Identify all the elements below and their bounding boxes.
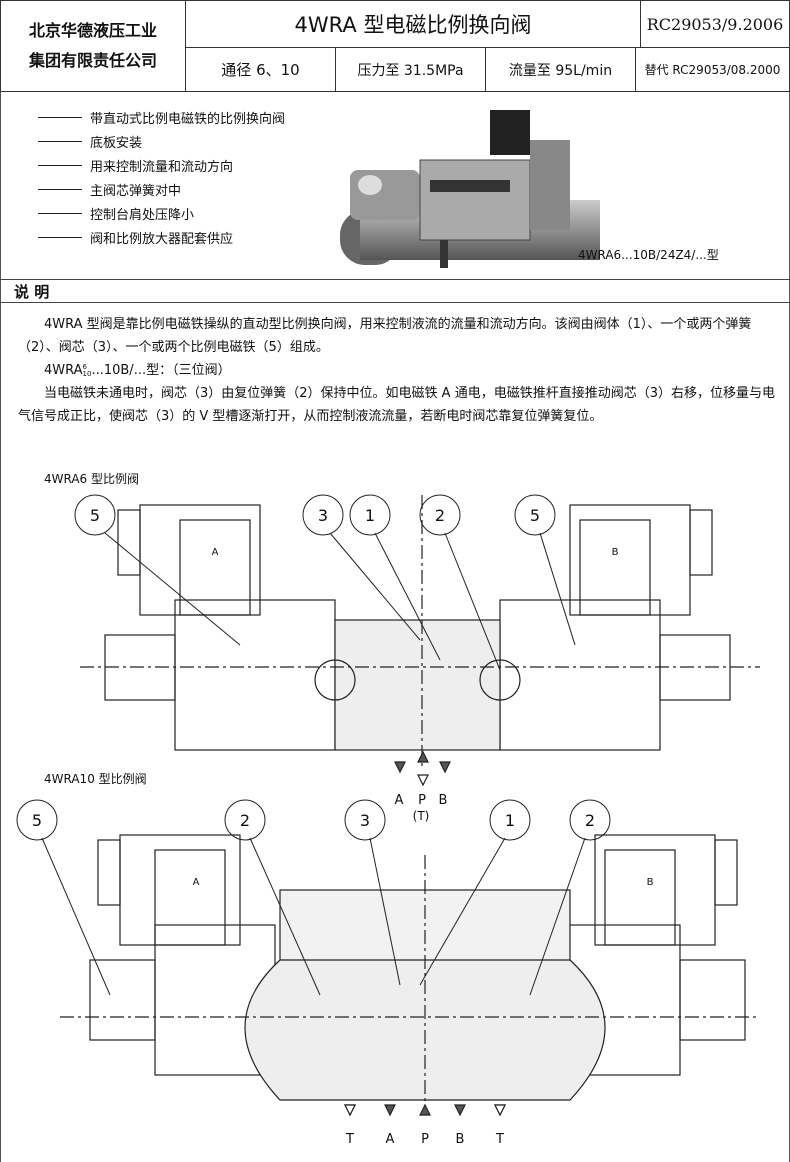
solenoid-b <box>499 504 731 751</box>
title-block: 北京华德液压工业 集团有限责任公司 4WRA 型电磁比例换向阀 RC29053/… <box>0 0 790 92</box>
balloon-5-left: 5 <box>90 506 100 525</box>
balloon-5: 5 <box>32 811 42 830</box>
solenoid-label-b: B <box>612 547 619 558</box>
company-line-2: 集团有限责任公司 <box>28 51 157 70</box>
feature-item: 控制台肩处压降小 <box>38 204 194 223</box>
feature-text: 阀和比例放大器配套供应 <box>90 232 234 247</box>
model-prefix: 4WRA <box>44 363 83 378</box>
port-a: A <box>386 1132 395 1147</box>
solenoid-label-a: A <box>212 547 219 558</box>
port-note-t: (T) <box>413 809 430 823</box>
balloon-5-right: 5 <box>530 506 540 525</box>
feature-text: 用来控制流量和流动方向 <box>90 160 234 175</box>
feature-item: 底板安装 <box>38 132 142 151</box>
solenoid-label-b: B <box>647 877 654 888</box>
diagram1-title: 4WRA6 型比例阀 <box>44 472 140 486</box>
photo-caption: 4WRA6...10B/24Z4/...型 <box>578 248 719 262</box>
replaces-code: 替代 RC29053/08.2000 <box>644 63 781 77</box>
feature-item: 带直动式比例电磁铁的比例换向阀 <box>38 108 285 127</box>
port-t-right: T <box>495 1132 504 1147</box>
feature-text: 底板安装 <box>90 136 143 151</box>
feature-text: 带直动式比例电磁铁的比例换向阀 <box>90 112 286 127</box>
company-name: 北京华德液压工业 集团有限责任公司 <box>1 1 186 91</box>
port-p: P <box>418 793 426 808</box>
feature-item: 阀和比例放大器配套供应 <box>38 228 233 247</box>
balloon-3: 3 <box>318 506 328 525</box>
port-t-left: T <box>345 1132 354 1147</box>
solenoid-label-a: A <box>193 877 200 888</box>
feature-item: 主阀芯弹簧对中 <box>38 180 181 199</box>
diagram1-4wra6: 5 3 1 2 5 A B A P B (T) <box>74 494 760 823</box>
solenoid-a <box>104 504 336 751</box>
port-p: P <box>421 1132 429 1147</box>
description-para-1: 4WRA 型阀是靠比例电磁铁操纵的直动型比例换向阀，用来控制液流的流量和流动方向… <box>18 317 752 355</box>
model-sup: 6 <box>82 362 87 371</box>
port-b: B <box>439 793 448 808</box>
description-para-2: 当电磁铁未通电时，阀芯（3）由复位弹簧（2）保持中位。如电磁铁 A 通电，电磁铁… <box>18 386 775 424</box>
diagram2-4wra10: 5 2 3 1 2 A B T A P B T <box>16 799 760 1147</box>
spec-flow: 流量至 95L/min <box>486 48 636 91</box>
feature-item: 用来控制流量和流动方向 <box>38 156 233 175</box>
balloon-2-right: 2 <box>585 811 595 830</box>
balloon-1: 1 <box>505 811 515 830</box>
balloon-3: 3 <box>360 811 370 830</box>
feature-text: 主阀芯弹簧对中 <box>90 184 182 199</box>
port-b: B <box>456 1132 465 1147</box>
doc-code: RC29053/9.2006 <box>641 1 789 48</box>
balloon-2-left: 2 <box>240 811 250 830</box>
model-suffix: ...10B/...型：（三位阀） <box>91 363 231 378</box>
spec-pressure: 压力至 31.5MPa <box>336 48 486 91</box>
model-sub: 10 <box>82 369 92 378</box>
section-title: 说 明 <box>14 283 50 301</box>
spec-size: 通径 6、10 <box>186 48 336 91</box>
diagram2-title: 4WRA10 型比例阀 <box>44 772 147 786</box>
doc-title: 4WRA 型电磁比例换向阀 <box>186 1 641 48</box>
company-line-1: 北京华德液压工业 <box>28 21 157 40</box>
balloon-1: 1 <box>365 506 375 525</box>
description: 4WRA 型阀是靠比例电磁铁操纵的直动型比例换向阀，用来控制液流的流量和流动方向… <box>18 313 778 428</box>
feature-text: 控制台肩处压降小 <box>90 208 195 223</box>
balloon-2: 2 <box>435 506 445 525</box>
port-a: A <box>395 793 404 808</box>
valve-photo <box>340 110 600 268</box>
